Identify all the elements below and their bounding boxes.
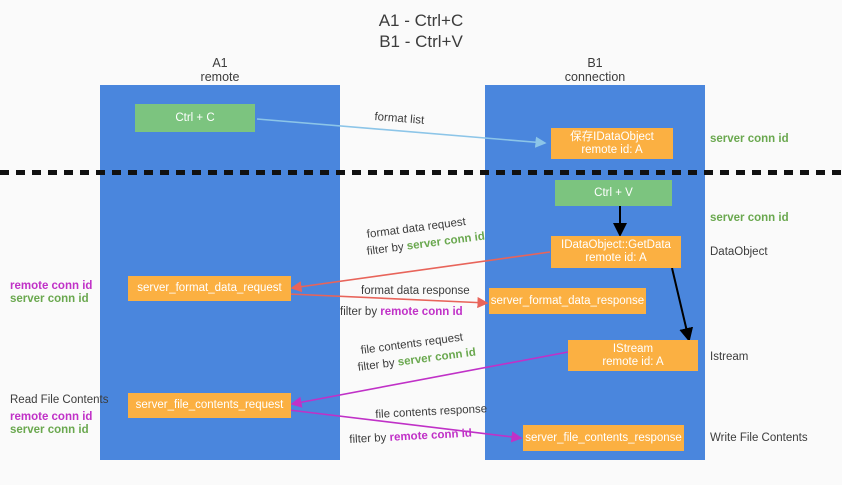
box-save-idataobject[interactable]: 保存IDataObject remote id: A <box>551 128 673 159</box>
arrow-format-list <box>256 118 547 148</box>
label-format-data-response-filter-value: remote conn id <box>380 306 463 318</box>
box-idataobject-getdata[interactable]: IDataObject::GetData remote id: A <box>551 236 681 268</box>
left-label-remote-conn-id-1: remote conn id <box>10 280 93 292</box>
box-istream-line2: remote id: A <box>602 355 664 368</box>
box-ctrl-v-label: Ctrl + V <box>594 186 633 199</box>
label-format-data-request-filter-prefix: filter by <box>366 240 408 258</box>
lane-b1-name: B1 <box>587 56 603 70</box>
arrow-format-data-response <box>288 293 489 309</box>
lane-header-a1: A1 remote <box>100 56 340 84</box>
label-file-contents-request-filter-prefix: filter by <box>357 356 399 374</box>
left-label-read-file-contents: Read File Contents <box>10 394 109 406</box>
box-idataobject-getdata-line1: IDataObject::GetData <box>561 239 671 251</box>
label-file-contents-response-filter-prefix: filter by <box>349 431 390 446</box>
box-server-format-data-response-label: server_format_data_response <box>490 294 645 307</box>
box-server-file-contents-request[interactable]: server_file_contents_request <box>128 393 291 418</box>
right-label-server-conn-id-top: server conn id <box>710 133 789 145</box>
arrow-format-data-request <box>290 251 551 293</box>
box-save-idataobject-line1: 保存IDataObject <box>570 130 654 143</box>
label-format-data-response: format data response <box>361 285 470 297</box>
page-title: A1 - Ctrl+C B1 - Ctrl+V <box>0 10 842 52</box>
lane-header-b1: B1 connection <box>485 56 705 84</box>
left-label-server-conn-id-1: server conn id <box>10 293 89 305</box>
left-label-server-conn-id-2: server conn id <box>10 424 89 436</box>
lane-a1-name: A1 <box>212 56 228 70</box>
box-idataobject-getdata-line2: remote id: A <box>585 252 647 264</box>
box-server-format-data-request-label: server_format_data_request <box>137 282 282 294</box>
right-label-dataobject: DataObject <box>710 246 768 258</box>
left-label-remote-conn-id-2: remote conn id <box>10 411 93 423</box>
box-server-format-data-request[interactable]: server_format_data_request <box>128 276 291 301</box>
arrow-file-contents-response <box>288 409 523 443</box>
label-format-data-response-filter: filter by remote conn id <box>340 305 463 320</box>
lane-b1-sub: connection <box>564 70 626 84</box>
box-ctrl-c-label: Ctrl + C <box>175 111 215 124</box>
arrow-getdata-to-istream <box>671 267 694 342</box>
box-server-file-contents-response-label: server_file_contents_response <box>525 431 682 444</box>
lane-a1-sub: remote <box>200 70 240 84</box>
label-file-contents-response-filter-value: remote conn id <box>389 427 473 444</box>
box-save-idataobject-line2: remote id: A <box>581 143 643 156</box>
box-server-format-data-response[interactable]: server_format_data_response <box>489 288 646 314</box>
right-label-server-conn-id-mid: server conn id <box>710 212 789 224</box>
box-istream-line1: IStream <box>612 342 654 355</box>
label-format-data-response-filter-prefix: filter by <box>340 306 381 318</box>
arrow-file-contents-request <box>290 351 569 408</box>
right-label-istream: Istream <box>710 351 749 363</box>
right-label-write-file-contents: Write File Contents <box>710 432 808 444</box>
box-server-file-contents-response[interactable]: server_file_contents_response <box>523 425 684 451</box>
box-server-file-contents-request-label: server_file_contents_request <box>135 399 284 411</box>
title-line-2: B1 - Ctrl+V <box>379 32 463 51</box>
phase-divider <box>0 170 842 175</box>
title-line-1: A1 - Ctrl+C <box>378 11 464 30</box>
box-ctrl-c[interactable]: Ctrl + C <box>135 104 255 132</box>
box-istream[interactable]: IStream remote id: A <box>568 340 698 371</box>
box-ctrl-v[interactable]: Ctrl + V <box>555 180 672 206</box>
